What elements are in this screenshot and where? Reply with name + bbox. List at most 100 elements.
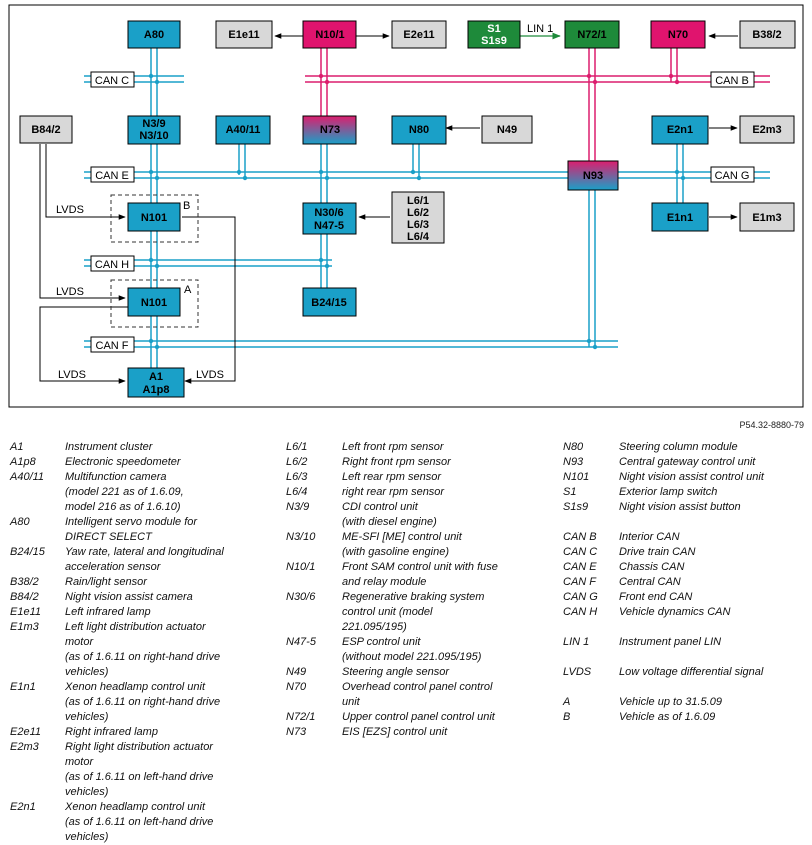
module-l6: L6/1L6/2 L6/3L6/4 <box>391 191 445 244</box>
legend-item: N3/10 ME-SFI [ME] control unit (with gaso… <box>286 530 556 560</box>
svg-text:L6/2: L6/2 <box>407 207 429 219</box>
legend-description: Right front rpm sensor <box>342 456 451 468</box>
legend-code: E2e11 <box>10 726 41 738</box>
module-n72-1: N72/1 <box>564 20 620 49</box>
legend-description: Right infrared lamp <box>65 726 158 738</box>
legend-item: E2e11 Right infrared lamp <box>10 725 280 740</box>
module-n93: N93 <box>567 160 619 191</box>
legend-code: L6/2 <box>286 456 308 468</box>
legend-item: L6/2 Right front rpm sensor <box>286 455 556 470</box>
legend-description: Multifunction camera (model 221 as of 1.… <box>65 471 184 513</box>
legend-description: Vehicle up to 31.5.09 <box>619 696 722 708</box>
legend-code: A80 <box>10 516 30 528</box>
module-n10-1: N10/1 <box>302 20 357 49</box>
lvds-label: LVDS <box>56 204 84 216</box>
svg-text:A40/11: A40/11 <box>226 124 261 136</box>
can-h-label: CAN H <box>90 255 135 272</box>
svg-text:N72/1: N72/1 <box>577 29 606 41</box>
legend-description: Left light distribution actuator motor (… <box>65 621 221 678</box>
svg-text:E2n1: E2n1 <box>667 124 693 136</box>
can-e-line <box>84 171 770 179</box>
svg-text:N30/6: N30/6 <box>314 207 343 219</box>
legend-description: Front SAM control unit with fuse and rel… <box>342 561 498 588</box>
svg-text:N10/1: N10/1 <box>315 29 344 41</box>
variant-a-frame <box>110 279 199 328</box>
can-f-label: CAN F <box>90 336 135 353</box>
svg-text:E2e11: E2e11 <box>403 29 434 41</box>
legend-description: Vehicle dynamics CAN <box>619 606 731 618</box>
legend-code: A1 <box>10 441 24 453</box>
legend-code: B <box>563 711 571 723</box>
module-e1e11: E1e11 <box>215 20 273 49</box>
legend-description: Upper control panel control unit <box>342 711 495 723</box>
point-to-point-links <box>39 33 738 384</box>
svg-text:N47-5: N47-5 <box>314 220 344 232</box>
svg-text:B38/2: B38/2 <box>752 29 781 41</box>
legend-description: Left infrared lamp <box>65 606 151 618</box>
legend-code: E1m3 <box>10 621 39 633</box>
svg-text:N101: N101 <box>141 212 167 224</box>
legend-description: Steering angle sensor <box>342 666 450 678</box>
legend-code: E2n1 <box>10 801 36 813</box>
variant-b-label: B <box>183 200 190 212</box>
module-e1n1: E1n1 <box>651 202 709 232</box>
svg-text:N73: N73 <box>320 124 340 136</box>
legend-item: N47-5 ESP control unit (without model 221… <box>286 635 556 665</box>
legend-code: N3/10 <box>286 531 316 543</box>
legend-description: right rear rpm sensor <box>342 486 445 498</box>
legend-code: E1e11 <box>10 606 41 618</box>
legend-item: A80 Intelligent servo module for DIRECT S… <box>10 515 280 545</box>
svg-text:N80: N80 <box>409 124 429 136</box>
module-n101-b: N101 <box>127 202 181 232</box>
svg-text:CAN E: CAN E <box>95 170 129 182</box>
legend-code: L6/3 <box>286 471 308 483</box>
can-c-label: CAN C <box>90 71 135 88</box>
bus-lines <box>84 48 770 368</box>
svg-text:N93: N93 <box>583 170 603 182</box>
legend-description: ESP control unit (without model 221.095/… <box>342 636 482 663</box>
legend-description: Left front rpm sensor <box>342 441 444 453</box>
reference-number: P54.32-8880-79 <box>739 420 804 430</box>
svg-text:L6/1: L6/1 <box>407 195 429 207</box>
legend-description: Exterior lamp switch <box>619 486 718 498</box>
svg-text:CAN G: CAN G <box>715 170 750 182</box>
legend-description: Low voltage differential signal <box>619 666 764 678</box>
legend-description: ME-SFI [ME] control unit (with gasoline … <box>342 531 462 558</box>
svg-text:E1e11: E1e11 <box>228 29 259 41</box>
svg-text:CAN H: CAN H <box>95 259 129 271</box>
legend-code: LIN 1 <box>563 636 590 648</box>
legend-description: Night vision assist control unit <box>619 471 764 483</box>
module-b84-2: B84/2 <box>19 115 73 144</box>
svg-text:E2m3: E2m3 <box>752 124 781 136</box>
legend-code: N47-5 <box>286 636 316 648</box>
variant-b-frame <box>110 194 199 243</box>
legend-description: Yaw rate, lateral and longitudinal accel… <box>65 546 224 573</box>
legend-description: Steering column module <box>619 441 738 453</box>
legend-description: Instrument cluster <box>65 441 153 453</box>
legend-code: CAN H <box>563 606 598 618</box>
legend-code: N30/6 <box>286 591 316 603</box>
module-n101-a: N101 <box>127 287 181 317</box>
legend-description: Intelligent servo module for DIRECT SELE… <box>65 516 198 543</box>
legend-item: E1m3 Left light distribution actuator mot… <box>10 620 280 680</box>
legend-description: Front end CAN <box>619 591 693 603</box>
legend-code: E1n1 <box>10 681 36 693</box>
